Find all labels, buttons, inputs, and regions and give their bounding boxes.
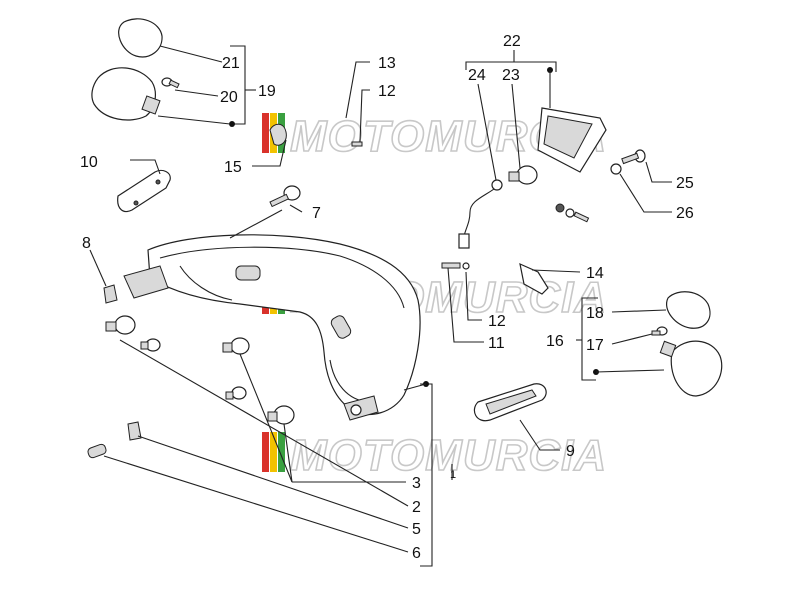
callout-14: 14 [586, 265, 604, 282]
callout-18: 18 [586, 305, 604, 322]
watermark-text-bottom: MOTOMURCIA [290, 431, 607, 480]
callout-8: 8 [82, 235, 91, 252]
bulb-left [105, 315, 136, 335]
bulb-lower [267, 405, 295, 425]
clip-8 [103, 284, 118, 304]
callout-10: 10 [80, 154, 98, 171]
left-indicator-stem [141, 95, 161, 115]
leader-lines [89, 45, 672, 567]
plug-6 [87, 443, 107, 459]
plate-light-housing [537, 107, 607, 173]
screw-7 [269, 185, 301, 208]
bracket-10 [117, 169, 171, 213]
bulb-23 [508, 165, 538, 185]
right-indicator-lens [666, 291, 711, 329]
wire-harness-24 [458, 179, 503, 249]
watermark-bottom: MOTOMURCIA [262, 430, 607, 481]
taillight-housing [123, 234, 421, 421]
callout-6: 6 [412, 545, 421, 562]
callout-20: 20 [220, 89, 238, 106]
callout-12-top: 12 [378, 83, 396, 100]
bulb-mid [222, 337, 250, 355]
callout-12-mid: 12 [488, 313, 506, 330]
screw-nut-plate [555, 203, 590, 223]
callout-11: 11 [488, 335, 505, 352]
clip-5 [127, 421, 142, 441]
gasket-9 [473, 383, 547, 422]
bulb-small-b [225, 386, 247, 400]
bulb-small-a [140, 338, 161, 352]
callout-21: 21 [222, 55, 240, 72]
callout-23: 23 [502, 67, 520, 84]
screw-20 [161, 77, 180, 89]
callout-25: 25 [676, 175, 694, 192]
callout-numbers: 21 20 19 13 12 15 10 7 8 22 24 23 25 26 … [80, 33, 694, 562]
callout-13: 13 [378, 55, 396, 72]
callout-19: 19 [258, 83, 276, 100]
screw-17 [651, 326, 668, 336]
right-indicator-body [659, 340, 723, 397]
callout-9: 9 [566, 443, 575, 460]
callout-22: 22 [503, 33, 521, 50]
callout-26: 26 [676, 205, 694, 222]
callout-5: 5 [412, 521, 421, 538]
left-indicator-lens [118, 18, 163, 58]
callout-17: 17 [586, 337, 604, 354]
callout-3: 3 [412, 475, 421, 492]
callout-7: 7 [312, 205, 321, 222]
left-indicator-body [91, 67, 156, 121]
callout-15: 15 [224, 159, 242, 176]
washer-26 [610, 163, 622, 175]
callout-1: 1 [450, 469, 456, 481]
clip-15 [269, 123, 287, 146]
screw-25 [621, 149, 646, 165]
callout-24: 24 [468, 67, 486, 84]
callout-16: 16 [546, 333, 564, 350]
screw-12-top [351, 141, 363, 147]
callout-2: 2 [412, 499, 421, 516]
